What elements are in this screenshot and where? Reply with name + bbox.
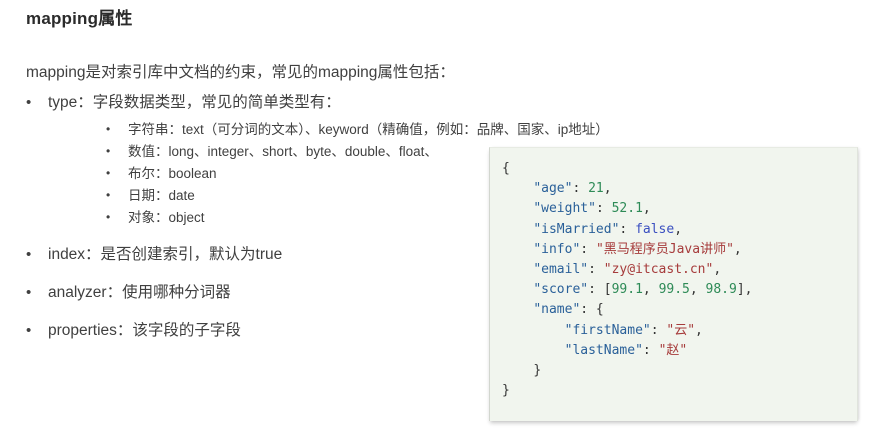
bullet-sublabel: 布尔：boolean: [128, 166, 217, 181]
bullet-label: analyzer：使用哪种分词器: [48, 284, 231, 301]
code-token-num: 99.1: [611, 282, 643, 298]
code-token-key: "name": [533, 302, 581, 318]
code-indent: [502, 282, 533, 297]
json-code-body: { "age": 21, "weight": 52.1, "isMarried"…: [490, 148, 857, 401]
bullet-dot-icon: •: [106, 188, 111, 202]
code-token-punct: :: [619, 221, 636, 237]
bullet-sublist: • 字符串：text（可分词的文本）、keyword（精确值，例如：品牌、国家、i…: [0, 119, 872, 228]
bullet-dot-icon: •: [106, 122, 111, 136]
bullet-dot-icon: •: [26, 284, 32, 301]
code-token-key: "firstName": [564, 322, 651, 338]
code-indent: [502, 363, 533, 378]
bullet-list: • type：字段数据类型，常见的简单类型有： • 字符串：text（可分词的文本）、…: [0, 92, 872, 347]
code-token-str: "云": [666, 322, 696, 338]
code-token-punct: :: [595, 201, 612, 217]
code-line: "firstName": "云",: [502, 321, 857, 341]
code-token-punct: ,: [642, 282, 659, 298]
code-token-punct: :: [580, 241, 596, 257]
bullet-item-l2: • 字符串：text（可分词的文本）、keyword（精确值，例如：品牌、国家、i…: [0, 119, 872, 140]
bullet-sublabel: 字符串：text（可分词的文本）、keyword（精确值，例如：品牌、国家、ip…: [128, 122, 609, 137]
bullet-sublabel: 数值：long、integer、short、byte、double、float、: [128, 144, 438, 159]
code-token-bool: false: [635, 221, 675, 237]
code-line: "isMarried": false,: [502, 220, 857, 240]
code-token-str: "黑马程序员Java讲师": [595, 241, 734, 257]
code-indent: [502, 242, 533, 257]
bullet-sublabel: 日期：date: [128, 188, 195, 203]
code-token-punct: : [: [588, 282, 612, 298]
code-token-num: 52.1: [611, 201, 643, 217]
code-token-key: "lastName": [564, 342, 643, 358]
page-title: mapping属性: [26, 9, 133, 28]
code-line: }: [502, 361, 857, 381]
bullet-item-l1: • index：是否创建索引，默认为true: [0, 244, 872, 266]
code-line: "info": "黑马程序员Java讲师",: [502, 240, 857, 260]
code-token-punct: : {: [580, 302, 604, 318]
code-token-key: "email": [533, 261, 589, 277]
code-indent: [502, 262, 533, 277]
code-token-punct: {: [502, 161, 510, 176]
json-code-block: { "age": 21, "weight": 52.1, "isMarried"…: [489, 147, 858, 421]
code-token-punct: ,: [603, 181, 612, 197]
code-token-num: 21: [588, 181, 604, 197]
bullet-dot-icon: •: [106, 166, 111, 180]
code-token-str: "赵": [658, 342, 688, 358]
code-indent: [502, 343, 565, 358]
bullet-dot-icon: •: [26, 246, 32, 263]
bullet-label: type：字段数据类型，常见的简单类型有：: [48, 94, 341, 111]
code-line: "age": 21,: [502, 179, 857, 199]
bullet-dot-icon: •: [106, 210, 111, 224]
code-token-key: "age": [533, 181, 573, 197]
bullet-item-l1: • analyzer：使用哪种分词器: [0, 282, 872, 304]
code-line: "name": {: [502, 300, 857, 320]
code-token-punct: ,: [642, 201, 651, 217]
code-token-punct: ,: [713, 261, 722, 277]
bullet-label: properties：该字段的子字段: [48, 322, 241, 339]
code-indent: [502, 181, 533, 196]
code-line: {: [502, 159, 857, 179]
intro-paragraph: mapping是对索引库中文档的约束，常见的mapping属性包括：: [26, 64, 455, 81]
code-token-num: 99.5: [658, 282, 690, 298]
code-token-num: 98.9: [705, 282, 737, 298]
bullet-dot-icon: •: [26, 322, 32, 339]
bullet-item-l1: • properties：该字段的子字段: [0, 320, 872, 342]
code-token-key: "isMarried": [533, 221, 620, 237]
code-line: }: [502, 381, 857, 401]
bullet-item-l1: • type：字段数据类型，常见的简单类型有：: [0, 92, 872, 114]
code-indent: [502, 323, 565, 338]
bullet-item-l2: • 布尔：boolean: [0, 163, 872, 184]
code-token-key: "score": [533, 282, 589, 298]
code-indent: [502, 201, 533, 216]
code-token-punct: ,: [674, 221, 683, 237]
code-indent: [502, 222, 533, 237]
code-token-key: "info": [533, 241, 581, 257]
code-token-punct: ],: [736, 282, 753, 298]
code-token-punct: ,: [695, 322, 703, 338]
code-token-str: "zy@itcast.cn": [603, 261, 714, 277]
bullet-item-l2: • 数值：long、integer、short、byte、double、float…: [0, 141, 872, 162]
bullet-dot-icon: •: [26, 94, 32, 111]
code-token-punct: }: [533, 362, 542, 378]
bullet-item-l2: • 日期：date: [0, 185, 872, 206]
code-line: "lastName": "赵": [502, 341, 857, 361]
bullet-sublabel: 对象：object: [128, 210, 205, 225]
bullet-label: index：是否创建索引，默认为true: [48, 246, 283, 263]
code-token-punct: :: [642, 342, 659, 358]
code-token-punct: :: [650, 322, 667, 338]
code-line: "weight": 52.1,: [502, 199, 857, 219]
code-token-punct: }: [502, 383, 510, 399]
code-line: "email": "zy@itcast.cn",: [502, 260, 857, 280]
code-indent: [502, 302, 533, 317]
code-token-punct: :: [572, 181, 589, 197]
code-line: "score": [99.1, 99.5, 98.9],: [502, 280, 857, 300]
bullet-dot-icon: •: [106, 144, 111, 158]
bullet-item-l2: • 对象：object: [0, 207, 872, 228]
code-token-punct: ,: [689, 282, 706, 298]
code-token-key: "weight": [533, 201, 596, 217]
code-token-punct: :: [588, 261, 604, 277]
code-token-punct: ,: [733, 241, 742, 257]
